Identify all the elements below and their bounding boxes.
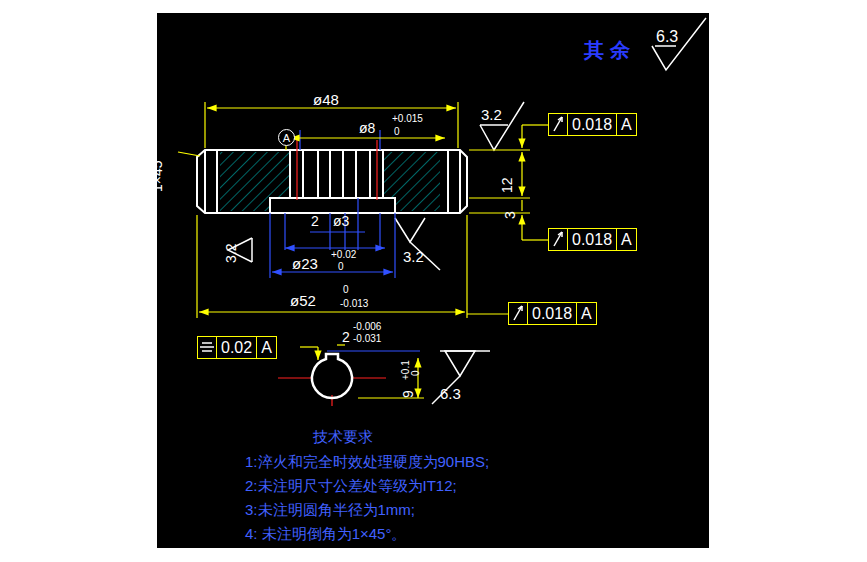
- dimension-text: 0: [343, 285, 349, 295]
- dimension-text: ø23: [292, 256, 318, 271]
- runout-symbol: [549, 114, 567, 134]
- dimension-text: -0.031: [353, 334, 381, 344]
- symmetry-symbol: [198, 337, 216, 357]
- dimension-text: 3.2: [403, 249, 424, 264]
- technical-note: 2:未注明尺寸公差处等级为IT12;: [245, 478, 457, 493]
- dimension-text: 9: [401, 390, 415, 398]
- dimension-text: 12: [500, 177, 514, 193]
- tolerance-frame: 0.018A: [548, 113, 637, 136]
- tolerance-frame: 0.018A: [508, 302, 597, 325]
- datum-reference: A: [576, 303, 596, 324]
- dimension-text: 3.2: [224, 244, 238, 263]
- dimension-text: 0: [411, 370, 421, 376]
- technical-note: 4: 未注明倒角为1×45°。: [245, 526, 406, 541]
- technical-note: 1:淬火和完全时效处理硬度为90HBS;: [245, 454, 489, 469]
- dimension-text: +0.02: [331, 250, 356, 260]
- datum-circle: A: [278, 129, 295, 146]
- dimension-text: ø8: [359, 121, 375, 135]
- symbol-cell: [198, 337, 216, 358]
- symbol-cell: [549, 229, 567, 250]
- dimension-text: 0: [338, 262, 344, 272]
- dimension-text: +0.015: [392, 114, 423, 124]
- symbol-cell: [549, 114, 567, 135]
- dimension-text: 0: [394, 127, 400, 137]
- dimension-text: ø48: [313, 92, 339, 107]
- tolerance-value: 0.018: [527, 303, 576, 324]
- dimension-text: 1×45°: [150, 155, 164, 192]
- tolerance-value: 0.02: [216, 337, 256, 358]
- runout-symbol: [509, 303, 527, 323]
- tolerance-frame: 0.018A: [548, 228, 637, 251]
- dimension-text: 2: [311, 214, 319, 228]
- datum-reference: A: [616, 229, 636, 250]
- dimension-text: +0.1: [401, 360, 411, 380]
- dimension-text: ø3: [333, 214, 349, 228]
- dimension-text: 6.3: [656, 29, 678, 45]
- technical-note: 3:未注明圆角半径为1mm;: [245, 502, 415, 517]
- runout-symbol: [549, 229, 567, 249]
- tolerance-frame: 0.02A: [197, 336, 277, 359]
- dimension-text: 2: [342, 330, 350, 344]
- dimension-text: 3: [503, 211, 517, 219]
- dimension-text: ø52: [290, 293, 316, 308]
- symbol-cell: [509, 303, 527, 324]
- datum-letter: A: [283, 132, 290, 144]
- dimension-text: 6.3: [440, 386, 461, 401]
- technical-note: 技术要求: [313, 429, 373, 444]
- dimension-text: -0.013: [340, 299, 368, 309]
- tolerance-value: 0.018: [567, 229, 616, 250]
- tolerance-value: 0.018: [567, 114, 616, 135]
- datum-reference: A: [256, 337, 276, 358]
- dimension-text: -0.006: [353, 322, 381, 332]
- dimension-text: 其 余: [584, 40, 630, 60]
- datum-reference: A: [616, 114, 636, 135]
- dimension-text: 3.2: [481, 107, 502, 122]
